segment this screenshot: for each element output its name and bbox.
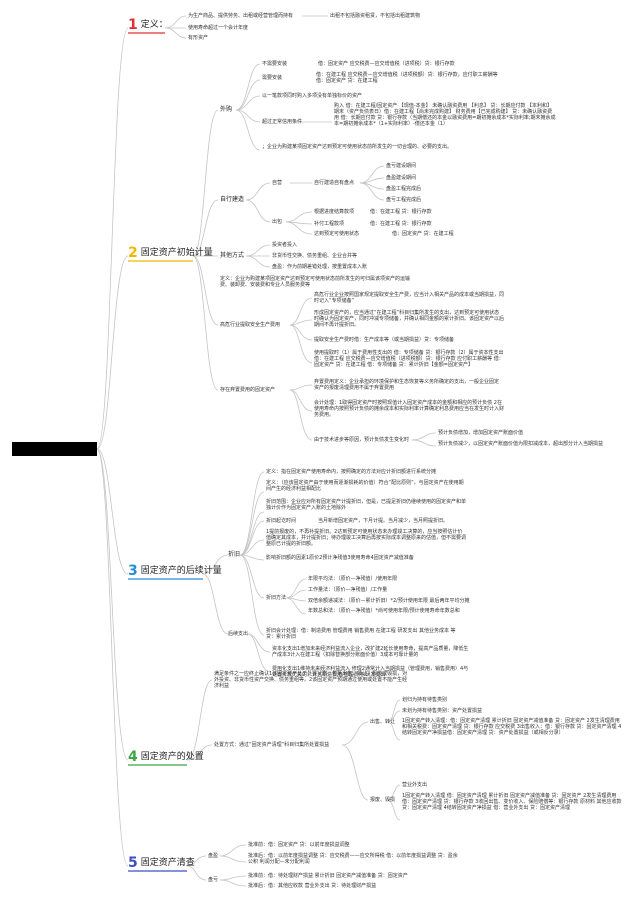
s4-sale-transfer: 出售、转让 [370, 719, 396, 725]
s4-held-for-sale: 划归为持有待售类别 [402, 697, 448, 703]
s2-contract-supplement-entry: 借：在建工程 贷：银行存款 [370, 221, 432, 227]
s2-disposal-decrease: 预计负债减少，以固定资产账面价值为限扣减成本，超出部分计入当期损益 [438, 441, 604, 447]
s4-derecognition: 满足条件之一应终止确认1该固定资产处于处置状态：包括出售，转让，报废或毁损，对外… [214, 671, 408, 689]
s4-sale-entries: 1固定资产转入清理：借：固定资产清理 累计折旧 固定资产减值准备 贷：固定资产 … [402, 718, 622, 736]
section-5-number: 5 [128, 855, 138, 871]
connector-root-s5 [96, 448, 129, 867]
s3-dep-special: 1提前报废的，不再补提折旧。2达到预定可使用状态未办理竣工决算的，应当按照估计价… [266, 529, 467, 547]
s2-self-operate-inventory: 自行建造自有盘点 [314, 180, 355, 186]
s2-safety-fund-3: 提取安全生产费时借：生产成本等（或当期损益）贷：专项储备 [314, 337, 455, 343]
section-4-label: 固定资产的处置 [140, 752, 204, 762]
s1-useful-life: 使用寿命超过一个会计年度 [188, 25, 249, 31]
s2-no-install: 不需要安装 [262, 61, 288, 67]
s2-contract-progress: 根据进度结算款项 [314, 209, 355, 215]
s2-self-operate-leaf: 盘盈工程完成后 [386, 186, 422, 192]
root-node [12, 442, 97, 456]
s3-expensed: 费用化支出1维持未来经济利益流入 修理2通常计入当期损益（管理费用，销售费用）4… [272, 666, 469, 678]
s3-capitalized: 资本化支出1增加未来经济利益流入企业，改扩建2延长使用寿命，提高产品质量，降低生… [272, 646, 469, 658]
s3-dep-method-leaf: 工作量法：（原价—净残值）/工作量 [308, 587, 388, 593]
s4-scrap-damage: 报废、毁损 [370, 797, 396, 803]
s2-safety-fund: 高危行业提取安全生产费用 [220, 322, 281, 328]
s2-need-install-entry: 借：在建工程 应交税费—应交增值税（进项税额）贷：银行存款，应付职工薪酬等 借：… [316, 72, 498, 84]
s4-scrap-entries: 1固定资产转入清理 借：固定资产清理 累计折旧 固定资产减值准备 贷：固定资产 … [402, 793, 622, 811]
s3-dep-method-leaf: 年数总和法：（原价—净残值）*尚可使用年限/预计使用寿命年数总和 [308, 608, 460, 614]
connector-root-s3 [96, 448, 129, 575]
s2-contract-supplement: 补付工程款项 [314, 221, 345, 227]
s4-disposal-method: 处置方式：通过“固定资产清理”科目归集所处置损益 [214, 742, 330, 748]
s2-disposal-cost-accounting: 会计处理：1取得固定资产时按照现值计入固定资产成本的金额和相应的预计负债 2在使… [314, 400, 505, 418]
section-3-label: 固定资产的后续计量 [140, 566, 222, 576]
s2-safety-fund-2: 形成固定资产的，应当通过“在建工程”科目归集所发生的支出，达到预定可使用状态时确… [314, 310, 505, 328]
section-4-number: 4 [128, 749, 138, 765]
section-1-label: 定义： [140, 20, 168, 30]
s5-shortage: 盘亏 [208, 877, 219, 883]
s3-dep-method-leaf: 双倍余额递减法：（原价—累计折旧）*2/预计使用年限 最后两年平均分摊 [308, 598, 470, 604]
s3-dep-factors: 影响折旧额的因素1原价2预计净残值3使用寿命4固定资产减值准备 [266, 555, 414, 561]
s2-self-operate-leaf: 盘盈建设期间 [386, 175, 417, 181]
s2-disposal-cost: 存在弃置费用的固定资产 [220, 387, 276, 393]
s3-dep-period: 折旧起讫时间 [266, 518, 297, 524]
s2-no-install-entry: 借：固定资产 应交税费—应交增值税（进项税）贷：银行存款 [318, 61, 455, 67]
s3-subsequent: 后续支出 [228, 631, 249, 637]
s2-contract-ready-entry: 借：固定资产 贷：在建工程 [392, 231, 454, 237]
s2-contract-out: 出包 [272, 219, 283, 225]
s2-other-leaf: 非货币性交换、债务重组、企业合并等 [272, 253, 358, 259]
s2-purchase: 外购 [220, 106, 233, 113]
s1-holding-note: 出租不包括融资租赁，不包括出租建筑物 [330, 13, 421, 19]
s2-safety-fund-4: 使用提取时（1）属于费用性支出的 借：专项储备 贷：银行存款（2）属于资本性支出… [314, 350, 504, 368]
connector-root-s1 [96, 27, 129, 450]
s2-other-methods: 其他方式 [220, 252, 245, 259]
s1-tangible: 有形资产 [188, 35, 209, 41]
s5-shortage-before: 批准前：借：待处理财产损益 累计折旧 固定资产减值准备 贷：固定资产 [248, 873, 408, 879]
connector-root-s4 [96, 448, 129, 761]
s2-other-leaf: 投资者投入 [272, 242, 298, 248]
s2-self-operate-leaf: 盘亏建设期间 [386, 163, 417, 169]
s3-dep-methods: 折旧方法 [266, 595, 287, 601]
s2-disposal-cost-change: 由于技术进步等原因，预计负债发生变化时 [314, 437, 410, 443]
section-3-number: 3 [128, 563, 138, 579]
s2-other-definition: 定义：企业为购建某项固定资产达到预定可使用状态前所发生的可归属该项资产的运输费、… [220, 276, 411, 288]
section-2-number: 2 [128, 245, 138, 261]
s2-deferred-payment-entry: 购入 借：在建工程/固定资产 【现值-本金】 未确认融资费用 【利息】 贷：长期… [334, 103, 556, 127]
section-5-label: 固定资产清查 [140, 858, 195, 868]
s2-self-operate: 自营 [272, 180, 283, 186]
s1-holding-purpose: 为生产商品、提供劳务、出租或经营管理而持有 [188, 13, 294, 19]
s2-self-construct: 自行建造 [220, 196, 245, 203]
s2-other-leaf: 盘盈：作为前期差错处理，按重置成本入账 [272, 264, 368, 270]
section-1-number: 1 [128, 17, 138, 33]
s3-dep-definition: 定义：指在固定资产使用寿命内，按照确定的方法对应计折旧额进行系统分摊 [266, 469, 437, 475]
s2-purchase-cost-note: ；企业为购建某项固定资产达到预定可使用状态前所发生的一切合理的、必要的支出。 [262, 144, 453, 150]
s3-dep-period-rule: 当月新增固定资产，下月计提。当月减少，当月照提折旧。 [318, 518, 449, 524]
s2-contract-ready: 达到预定可使用状态 [314, 231, 360, 237]
s4-not-held-for-sale: 未划为持有待售类别：资产处置损益 [402, 708, 483, 714]
s2-disposal-cost-def: 弃置费用定义：企业承担的环境保护和生态恢复等义务所确定的支出，一般企业固定资产的… [314, 379, 500, 391]
s3-dep-method-leaf: 年限平均法：（原价—净残值）/使用年限 [308, 576, 398, 582]
s2-safety-fund-1: 高危行业企业按照国家规定提取安全生产费，应当计入相关产品的成本或当期损益，同时记… [314, 292, 505, 304]
s2-contract-progress-entry: 借：在建工程 贷：银行存款 [370, 209, 432, 215]
s5-surplus-before: 批准前：借：固定资产 贷：以前年度损益调整 [248, 842, 350, 848]
s2-need-install: 需要安装 [262, 75, 283, 81]
s2-self-operate-leaf: 盘亏工程完成后 [386, 197, 422, 203]
connector-root-s2 [96, 255, 129, 450]
s3-dep-matching: 定义：（应该固定资产由于使用而逐渐损耗的价值）符合“配比原则”，与固定资产在使用… [266, 480, 464, 492]
s2-disposal-increase: 预计负债增加，增加固定资产账面价值 [438, 430, 524, 436]
s5-surplus: 盘盈 [208, 853, 219, 859]
s4-non-operating-expense: 营业外支出 [402, 782, 428, 788]
s2-basket-purchase: 以一笔款项同时购入多项没有单独标价的资产 [262, 93, 363, 99]
section-2-label: 固定资产初始计量 [140, 248, 213, 258]
s3-dep-scope: 折旧范围：企业应对所有固定资产计提折旧，但是，已提足折旧仍继续使用的固定资产和单… [266, 499, 467, 511]
s5-surplus-after: 批准后：借：以前年度损益调整 贷：应交税费——应交所得税 借：以前年度损益调整 … [248, 853, 458, 865]
s2-deferred-payment: 超过正常信用条件 [262, 119, 303, 125]
s3-dep-accounting: 折旧会计处理：借：制造费用 管理费用 销售费用 在建工程 研发支出 其他业务成本… [266, 628, 456, 640]
s3-depreciation: 折旧 [228, 551, 241, 558]
s5-shortage-after: 批准后：借：其他应收款 营业外支出 贷：待处理财产损益 [248, 883, 377, 889]
